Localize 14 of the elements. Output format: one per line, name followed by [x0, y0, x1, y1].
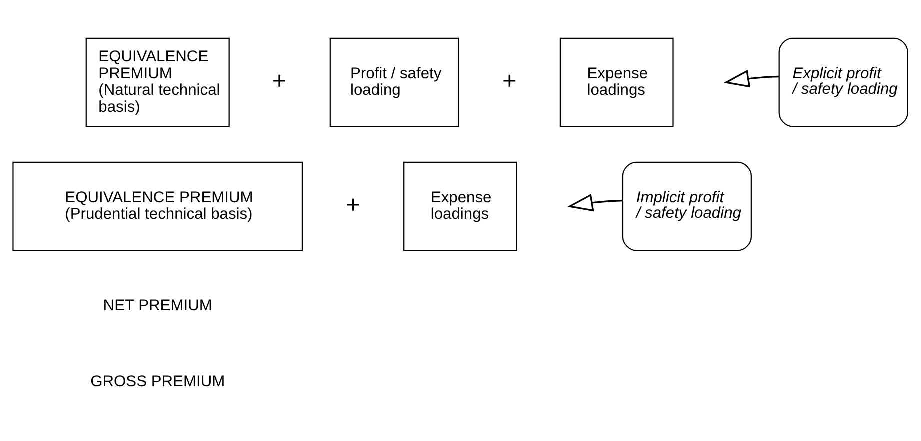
node-box: Expense loadings — [404, 162, 518, 252]
arrow — [567, 194, 623, 212]
node-box: EQUIVALENCE PREMIUM (Natural technical basis) — [86, 38, 230, 128]
label: NET PREMIUM — [103, 298, 212, 315]
node-box: EQUIVALENCE PREMIUM (Prudential technical basis) — [12, 162, 304, 252]
node-box: Profit / safety loading — [330, 38, 460, 128]
arrow — [724, 70, 779, 88]
node-box: Expense loadings — [560, 38, 674, 128]
node-box: Implicit profit / safety loading — [622, 162, 752, 252]
label: GROSS PREMIUM — [90, 374, 226, 391]
node-box: Explicit profit / safety loading — [778, 38, 908, 128]
label: + — [346, 192, 360, 219]
label: + — [272, 68, 287, 95]
label: + — [502, 68, 517, 95]
